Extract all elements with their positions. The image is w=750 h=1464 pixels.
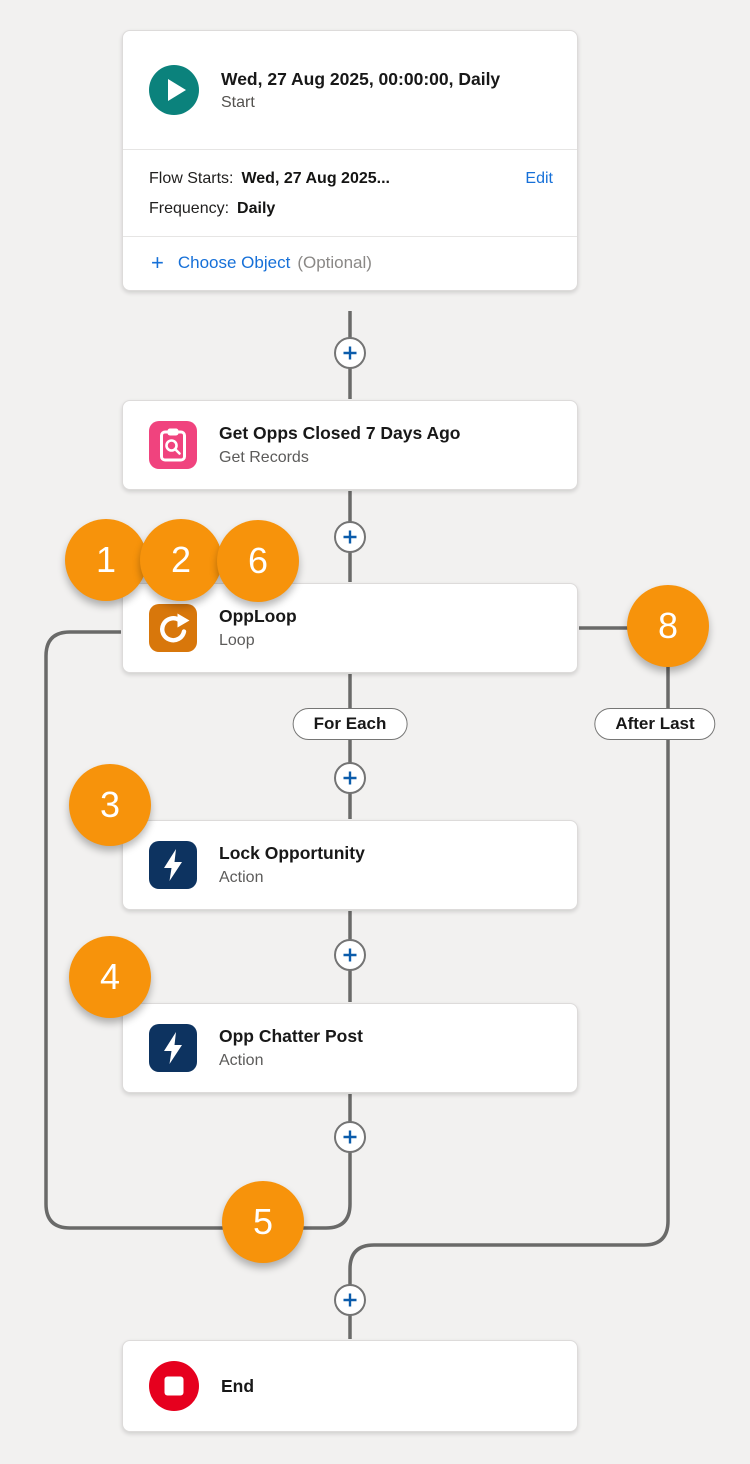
choose-object-row[interactable]: + Choose Object (Optional) <box>123 236 577 290</box>
add-element-button[interactable] <box>334 1121 366 1153</box>
flow-starts-row: Flow Starts: Wed, 27 Aug 2025... Edit <box>149 170 553 188</box>
frequency-label: Frequency: <box>149 200 230 217</box>
loop-icon <box>149 604 197 652</box>
lock-opportunity-node-type: Action <box>219 868 264 886</box>
lightning-icon <box>149 1024 197 1072</box>
opp-chatter-post-node-type: Action <box>219 1051 264 1069</box>
annotation-badge-3[interactable]: 3 <box>69 764 151 846</box>
plus-icon <box>343 346 357 360</box>
lock-opportunity-node-card[interactable]: Lock Opportunity Action <box>122 820 578 910</box>
record-lookup-icon <box>149 421 197 469</box>
for-each-branch-label: For Each <box>292 708 408 740</box>
opp-chatter-post-node-title: Opp Chatter Post <box>219 1025 363 1046</box>
plus-icon: + <box>151 250 164 275</box>
loop-node-title: OppLoop <box>219 605 297 626</box>
after-last-branch-label: After Last <box>594 708 716 740</box>
get-records-node-card[interactable]: Get Opps Closed 7 Days Ago Get Records <box>122 400 578 490</box>
add-element-button[interactable] <box>334 337 366 369</box>
choose-object-optional-label: (Optional) <box>297 253 372 272</box>
get-records-node-title: Get Opps Closed 7 Days Ago <box>219 422 461 443</box>
end-node-card[interactable]: End <box>122 1340 578 1432</box>
annotation-badge-4[interactable]: 4 <box>69 936 151 1018</box>
loop-node-type: Loop <box>219 631 255 649</box>
plus-icon <box>343 530 357 544</box>
add-element-button[interactable] <box>334 939 366 971</box>
connector-loopback <box>44 630 352 1230</box>
annotation-badge-2[interactable]: 2 <box>140 519 222 601</box>
add-element-button[interactable] <box>334 1284 366 1316</box>
frequency-value: Daily <box>237 200 276 217</box>
annotation-badge-6[interactable]: 6 <box>217 520 299 602</box>
lock-opportunity-node-title: Lock Opportunity <box>219 842 365 863</box>
add-element-button[interactable] <box>334 762 366 794</box>
stop-icon <box>149 1361 199 1411</box>
plus-icon <box>343 948 357 962</box>
choose-object-link[interactable]: Choose Object <box>177 253 291 272</box>
start-node-subtitle: Start <box>221 93 255 111</box>
plus-icon <box>343 1293 357 1307</box>
flow-starts-label: Flow Starts: <box>149 170 234 187</box>
end-node-title: End <box>221 1375 255 1396</box>
play-icon <box>149 65 199 115</box>
annotation-badge-1[interactable]: 1 <box>65 519 147 601</box>
annotation-badge-5[interactable]: 5 <box>222 1181 304 1263</box>
get-records-node-type: Get Records <box>219 448 309 466</box>
plus-icon <box>343 771 357 785</box>
annotation-badge-8[interactable]: 8 <box>627 585 709 667</box>
add-element-button[interactable] <box>334 521 366 553</box>
flow-starts-value: Wed, 27 Aug 2025... <box>241 170 390 187</box>
plus-icon <box>343 1130 357 1144</box>
opp-chatter-post-node-card[interactable]: Opp Chatter Post Action <box>122 1003 578 1093</box>
lightning-icon <box>149 841 197 889</box>
start-node-card[interactable]: Wed, 27 Aug 2025, 00:00:00, Daily Start … <box>122 30 578 291</box>
start-node-title: Wed, 27 Aug 2025, 00:00:00, Daily <box>221 69 501 90</box>
edit-schedule-link[interactable]: Edit <box>525 170 553 187</box>
loop-node-card[interactable]: OppLoop Loop <box>122 583 578 673</box>
frequency-row: Frequency: Daily <box>149 200 553 218</box>
